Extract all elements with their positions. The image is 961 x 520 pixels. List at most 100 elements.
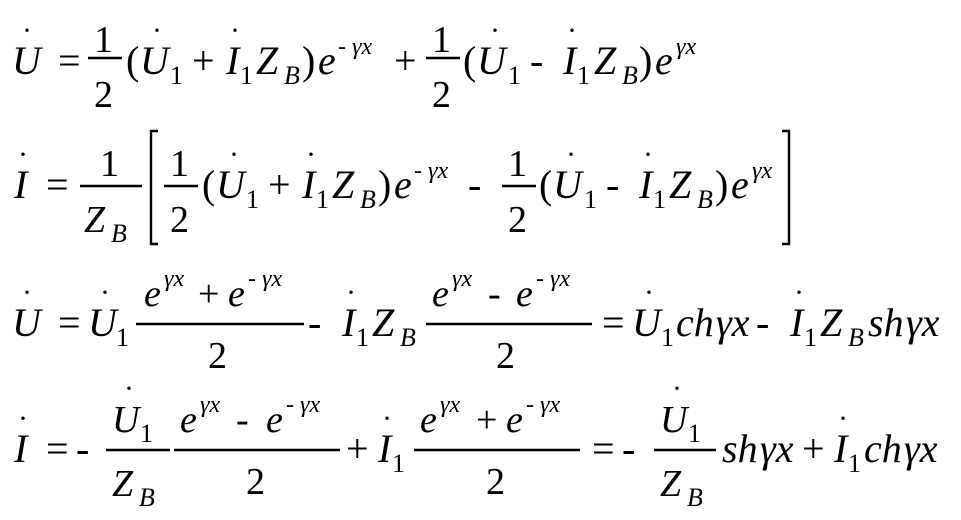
exponent: γx	[440, 392, 460, 418]
argument: γx	[716, 300, 750, 345]
voltage-symbol: U	[12, 38, 44, 83]
exp-base: e	[180, 399, 197, 441]
subscript: 1	[140, 419, 153, 448]
exp-base: e	[266, 399, 283, 441]
equation-3: U · = U · 1 e γx + e - γx 2 - I · 1 Z B …	[12, 266, 940, 377]
right-paren: )	[302, 38, 315, 83]
fraction-denominator: 2	[170, 199, 189, 241]
exp-base: e	[655, 38, 673, 83]
voltage-symbol: U	[632, 300, 664, 345]
plus-sign: +	[268, 162, 291, 207]
dot-accent: ·	[567, 14, 577, 47]
exponent: - γx	[338, 34, 372, 60]
exponent: γx	[452, 266, 472, 292]
subscript: 1	[240, 61, 253, 90]
voltage-symbol: U	[660, 399, 690, 441]
dot-accent: ·	[152, 14, 162, 47]
subscript: 1	[356, 323, 369, 352]
fraction-denominator: 2	[246, 461, 265, 503]
minus-sign: -	[76, 426, 89, 471]
hyperbolic-cosine: ch	[676, 300, 714, 345]
dot-accent: ·	[794, 276, 804, 309]
fraction-denominator: 2	[508, 199, 527, 241]
minus-sign: -	[606, 162, 619, 207]
minus-sign: -	[488, 273, 501, 315]
plus-sign: +	[198, 273, 219, 315]
equation-2: I · = 1 Z B 1 2 ( U · 1 + I · 1 Z B ) e …	[13, 129, 791, 248]
left-paren: (	[463, 38, 476, 83]
minus-sign: -	[530, 38, 543, 83]
minus-sign: -	[308, 300, 321, 345]
current-symbol: I	[562, 38, 578, 83]
exp-base: e	[420, 399, 437, 441]
plus-sign: +	[476, 399, 497, 441]
voltage-symbol: U	[216, 162, 248, 207]
current-symbol: I	[13, 426, 29, 471]
dot-accent: ·	[490, 14, 500, 47]
plus-sign: +	[192, 38, 215, 83]
fraction-numerator: 1	[508, 143, 527, 185]
argument: γx	[904, 426, 938, 471]
dot-accent: ·	[100, 276, 110, 309]
hyperbolic-cosine: ch	[864, 426, 902, 471]
subscript: 1	[246, 185, 259, 214]
exp-base: e	[318, 38, 336, 83]
exponent: - γx	[286, 392, 320, 418]
equals-sign: =	[592, 426, 615, 471]
right-paren: )	[378, 162, 391, 207]
fraction-numerator: 1	[432, 19, 451, 61]
exp-base: e	[506, 399, 523, 441]
subscript: B	[697, 185, 713, 214]
current-symbol: I	[833, 426, 849, 471]
voltage-symbol: U	[477, 38, 509, 83]
impedance-symbol: Z	[332, 162, 355, 207]
equals-sign: =	[46, 426, 69, 471]
fraction-denominator: 2	[208, 335, 227, 377]
exponent: - γx	[414, 158, 448, 184]
voltage-symbol: U	[553, 162, 585, 207]
exp-base: e	[516, 273, 533, 315]
right-paren: )	[639, 38, 652, 83]
hyperbolic-sine: sh	[722, 426, 758, 471]
dot-accent: ·	[643, 138, 653, 171]
equals-sign: =	[602, 300, 625, 345]
subscript: 1	[392, 449, 405, 478]
left-paren: (	[202, 162, 215, 207]
minus-sign: -	[622, 426, 635, 471]
voltage-symbol: U	[112, 399, 142, 441]
equals-sign: =	[46, 162, 69, 207]
fraction-numerator: 1	[100, 143, 119, 185]
subscript: B	[284, 61, 300, 90]
subscript: 1	[316, 185, 329, 214]
equals-sign: =	[58, 38, 81, 83]
impedance-symbol: Z	[660, 463, 682, 505]
impedance-symbol: Z	[112, 463, 134, 505]
impedance-symbol: Z	[669, 162, 692, 207]
subscript: B	[687, 483, 703, 512]
exponent: γx	[752, 158, 772, 184]
impedance-symbol: Z	[594, 38, 617, 83]
dot-accent: ·	[644, 276, 654, 309]
fraction-numerator: 1	[94, 19, 113, 61]
minus-sign: -	[236, 399, 249, 441]
subscript: B	[622, 61, 638, 90]
dot-accent: ·	[18, 138, 28, 171]
dot-accent: ·	[22, 14, 32, 47]
impedance-symbol: Z	[256, 38, 279, 83]
current-symbol: I	[341, 300, 357, 345]
dot-accent: ·	[229, 138, 239, 171]
left-paren: (	[126, 38, 139, 83]
fraction-denominator: 2	[432, 74, 451, 116]
dot-accent: ·	[124, 372, 134, 405]
subscript: B	[400, 323, 416, 352]
dot-accent: ·	[382, 402, 392, 435]
current-symbol: I	[301, 162, 317, 207]
exp-base: e	[394, 162, 412, 207]
right-bracket	[782, 129, 791, 246]
plus-sign: +	[802, 426, 825, 471]
current-symbol: I	[13, 162, 29, 207]
impedance-symbol: Z	[820, 300, 843, 345]
argument: γx	[760, 426, 794, 471]
dot-accent: ·	[18, 402, 28, 435]
